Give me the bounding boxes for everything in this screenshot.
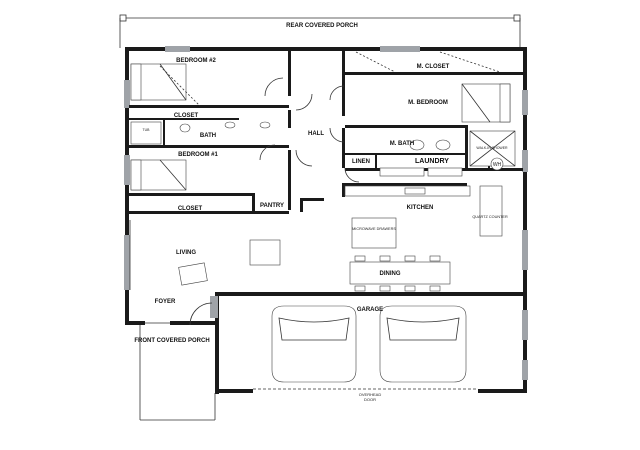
rear-porch-area (119, 14, 521, 48)
linen-label: LINEN (352, 159, 370, 165)
bedroom1-bed (130, 159, 187, 191)
exterior-walls (125, 47, 527, 394)
front-porch-label: FRONT COVERED PORCH (134, 338, 209, 344)
bedroom1-label: BEDROOM #1 (178, 152, 218, 158)
windows (124, 46, 528, 380)
closet-bedroom1-label: CLOSET (178, 206, 203, 212)
garage-cars (271, 305, 467, 383)
closet-bedroom2-label: CLOSET (174, 113, 199, 119)
hall-label: HALL (308, 131, 324, 137)
bedroom2-label: BEDROOM #2 (176, 58, 216, 64)
foyer-details (139, 322, 170, 345)
garage-label: GARAGE (357, 307, 383, 313)
dining-label: DINING (380, 271, 401, 277)
quartz-counter-note: QUARTZ COUNTER (472, 215, 508, 219)
master-bed (461, 83, 511, 123)
living-label: LIVING (176, 250, 196, 256)
rear-porch-label: REAR COVERED PORCH (286, 23, 358, 29)
living-furniture (129, 220, 281, 290)
dining-table (349, 255, 451, 292)
bedroom2-bed (130, 63, 187, 101)
water-heater-note: WH (493, 162, 502, 168)
pantry-label: PANTRY (260, 203, 284, 209)
kitchen-label: KITCHEN (407, 205, 434, 211)
foyer-label: FOYER (155, 299, 176, 305)
master-bedroom-label: M. BEDROOM (408, 100, 448, 106)
overhead-door-note-line2: DOOR (364, 397, 376, 402)
laundry-label: LAUNDRY (415, 158, 449, 165)
microwave-note: MICROWAVE DRAWERS (352, 227, 396, 231)
door-swings (159, 51, 501, 326)
kitchen-counters: MICROWAVE DRAWERS QUARTZ COUNTER (344, 185, 508, 249)
bath-fixtures: TUB (130, 121, 271, 145)
tub-note: TUB (143, 128, 151, 132)
front-porch-area (139, 345, 478, 421)
overhead-door-note-line1: OVERHEAD (359, 392, 382, 397)
laundry-fixtures: WH (379, 157, 504, 177)
bath-label: BATH (200, 133, 216, 139)
master-bath-label: M. BATH (390, 141, 415, 147)
master-closet-label: M. CLOSET (417, 64, 450, 70)
walk-in-shower-note: WALK-IN SHOWER (476, 146, 508, 150)
